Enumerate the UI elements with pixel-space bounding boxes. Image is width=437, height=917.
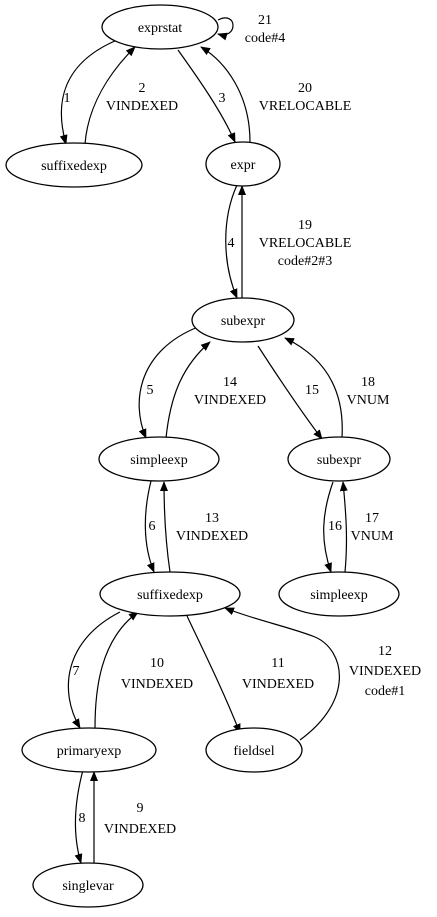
edge-11-kind-label: VINDEXED bbox=[242, 677, 314, 692]
edge-9-step-label: 9 bbox=[137, 801, 144, 816]
edge-12-step-label: 12 bbox=[378, 644, 392, 659]
edge-2-kind-label: VINDEXED bbox=[106, 99, 178, 114]
edge-9-kind-label: VINDEXED bbox=[104, 822, 176, 837]
edge-4-label: 4 bbox=[228, 236, 235, 251]
edge-2-step-label: 2 bbox=[139, 81, 146, 96]
edge-3 bbox=[177, 49, 236, 143]
edge-16-label: 16 bbox=[328, 519, 342, 534]
edge-3-label: 3 bbox=[219, 91, 226, 106]
edge-7 bbox=[67, 611, 121, 729]
edge-21-step-label: 21 bbox=[258, 13, 272, 28]
edge-1 bbox=[59, 37, 123, 145]
node-expr[interactable]: expr bbox=[205, 141, 281, 187]
node-label: singlevar bbox=[62, 879, 114, 894]
edge-17-kind-label: VNUM bbox=[351, 529, 394, 544]
node-subexpr-right[interactable]: subexpr bbox=[287, 436, 391, 482]
edge-6-label: 6 bbox=[149, 519, 156, 534]
edge-5 bbox=[138, 326, 199, 439]
node-label: simpleexp bbox=[130, 453, 188, 468]
edge-15 bbox=[257, 345, 323, 440]
edge-4 bbox=[225, 184, 238, 299]
node-primaryexp[interactable]: primaryexp bbox=[21, 727, 157, 773]
edge-10-kind-label: VINDEXED bbox=[121, 677, 193, 692]
edge-14-step-label: 14 bbox=[223, 375, 237, 390]
edge-14 bbox=[165, 341, 211, 439]
nodes: exprstat suffixedexp expr subexpr simple… bbox=[5, 4, 400, 908]
node-label: simpleexp bbox=[310, 588, 368, 603]
edge-6 bbox=[144, 480, 155, 573]
edge-18 bbox=[284, 337, 343, 438]
node-label: primaryexp bbox=[57, 744, 122, 759]
node-simpleexp-right[interactable]: simpleexp bbox=[278, 571, 400, 617]
edge-13 bbox=[160, 481, 171, 573]
edge-13-step-label: 13 bbox=[205, 511, 219, 526]
edge-19-kind-label: VRELOCABLE bbox=[259, 236, 352, 251]
edge-17-step-label: 17 bbox=[365, 511, 379, 526]
edge-21-code-label: code#4 bbox=[245, 31, 285, 46]
node-suffixedexp-mid[interactable]: suffixedexp bbox=[99, 571, 241, 617]
edges bbox=[59, 17, 348, 864]
edge-12-kind-label: VINDEXED bbox=[349, 664, 421, 679]
node-suffixedexp-top[interactable]: suffixedexp bbox=[5, 142, 143, 188]
edge-21 bbox=[217, 17, 234, 41]
node-subexpr-main[interactable]: subexpr bbox=[191, 297, 295, 343]
edge-19-code-label: code#2#3 bbox=[278, 254, 332, 269]
node-simpleexp-left[interactable]: simpleexp bbox=[98, 436, 220, 482]
edge-5-label: 5 bbox=[147, 383, 154, 398]
edge-1-label: 1 bbox=[64, 91, 71, 106]
edge-18-kind-label: VNUM bbox=[347, 393, 390, 408]
edge-13-kind-label: VINDEXED bbox=[176, 529, 248, 544]
node-label: exprstat bbox=[138, 21, 182, 36]
edge-17 bbox=[339, 481, 348, 573]
edge-7-label: 7 bbox=[73, 664, 80, 679]
node-fieldsel[interactable]: fieldsel bbox=[205, 727, 303, 773]
edge-20 bbox=[200, 46, 251, 143]
edge-16 bbox=[323, 481, 334, 573]
edge-19-step-label: 19 bbox=[298, 218, 312, 233]
edge-8-label: 8 bbox=[79, 811, 86, 826]
edge-15-label: 15 bbox=[305, 383, 319, 398]
edge-20-step-label: 20 bbox=[298, 81, 312, 96]
node-label: fieldsel bbox=[233, 744, 274, 759]
node-label: expr bbox=[231, 158, 256, 173]
edge-12 bbox=[224, 607, 340, 741]
edge-10-step-label: 10 bbox=[150, 656, 164, 671]
edge-11 bbox=[186, 615, 241, 734]
edge-2 bbox=[84, 46, 136, 145]
node-label: suffixedexp bbox=[41, 159, 107, 174]
edge-11-step-label: 11 bbox=[271, 656, 284, 671]
edge-8 bbox=[74, 769, 84, 864]
edge-12-code-label: code#1 bbox=[365, 684, 405, 699]
edge-20-kind-label: VRELOCABLE bbox=[259, 99, 352, 114]
node-exprstat[interactable]: exprstat bbox=[101, 4, 219, 50]
node-label: subexpr bbox=[221, 314, 266, 329]
node-label: suffixedexp bbox=[137, 588, 203, 603]
node-singlevar[interactable]: singlevar bbox=[32, 862, 144, 908]
edge-14-kind-label: VINDEXED bbox=[194, 393, 266, 408]
edge-10 bbox=[94, 611, 139, 729]
edge-labels: 1 2 VINDEXED 3 20 VRELOCABLE 21 code#4 4… bbox=[64, 13, 422, 837]
edge-18-step-label: 18 bbox=[361, 375, 375, 390]
node-label: subexpr bbox=[317, 453, 362, 468]
